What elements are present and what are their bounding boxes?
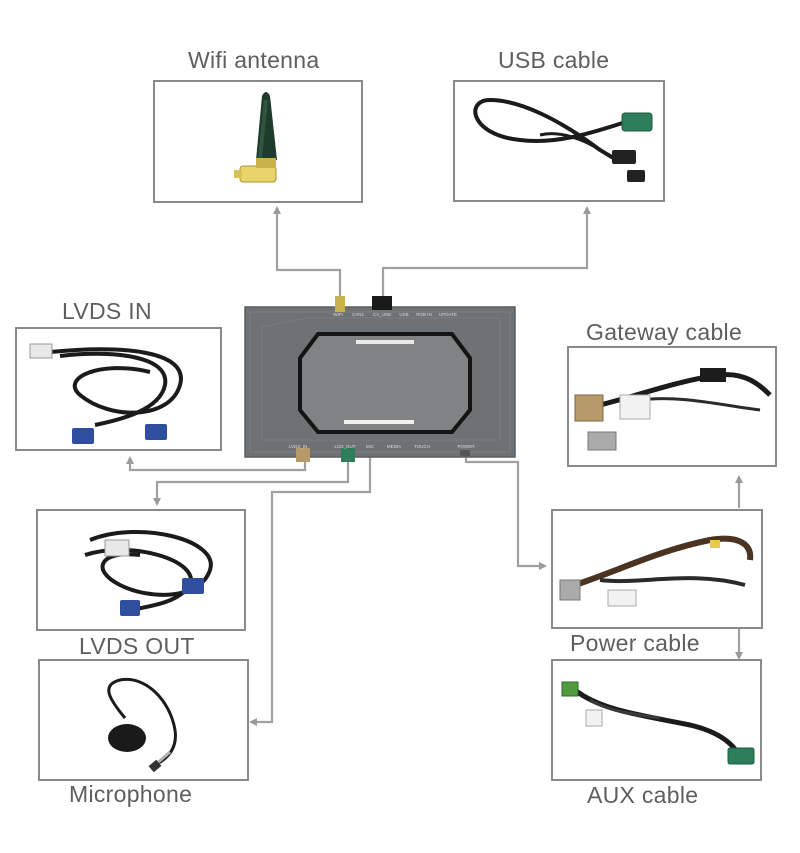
usb-cable-image bbox=[453, 80, 665, 202]
line-usb bbox=[381, 206, 591, 296]
label-microphone: Microphone bbox=[69, 781, 193, 807]
port-label-bottom: MIC bbox=[366, 444, 375, 449]
label-usb-cable: USB cable bbox=[498, 47, 610, 73]
port-label-top: WIFI bbox=[333, 312, 343, 317]
gateway-cable-image bbox=[567, 346, 777, 467]
label-lvds-out: LVDS OUT bbox=[79, 633, 195, 659]
microphone-image bbox=[38, 659, 249, 781]
main-module bbox=[244, 296, 516, 462]
port-label-top: CAN1 bbox=[352, 312, 365, 317]
label-aux-cable: AUX cable bbox=[587, 782, 699, 808]
wifi-antenna-image bbox=[153, 80, 363, 203]
port-label-bottom: TOUCH bbox=[414, 444, 430, 449]
port-label-bottom: POWER bbox=[457, 444, 475, 449]
label-gateway-cable: Gateway cable bbox=[586, 319, 743, 345]
line-microphone bbox=[249, 456, 372, 726]
line-power bbox=[464, 456, 547, 570]
port-label-top: UPDATE bbox=[439, 312, 457, 317]
port-label-top: RGB IN bbox=[416, 312, 432, 317]
line-lvds-out bbox=[153, 462, 350, 506]
aux-cable-image bbox=[551, 659, 762, 781]
line-wifi bbox=[273, 206, 342, 300]
port-label-bottom: MEDIA bbox=[387, 444, 401, 449]
label-lvds-in: LVDS IN bbox=[62, 298, 152, 324]
port-label-bottom: LCD_OUT bbox=[334, 444, 355, 449]
lvds-out-image bbox=[36, 509, 246, 631]
label-wifi-antenna: Wifi antenna bbox=[188, 47, 320, 73]
connector-lines bbox=[126, 206, 743, 726]
lvds-in-image bbox=[15, 327, 222, 451]
power-cable-image bbox=[551, 509, 763, 629]
label-power-cable: Power cable bbox=[570, 630, 700, 656]
port-label-bottom: LVDS_IN bbox=[289, 444, 307, 449]
line-lvds-in bbox=[126, 456, 307, 472]
port-label-top: CV_USB bbox=[373, 312, 391, 317]
port-label-top: USB bbox=[399, 312, 408, 317]
